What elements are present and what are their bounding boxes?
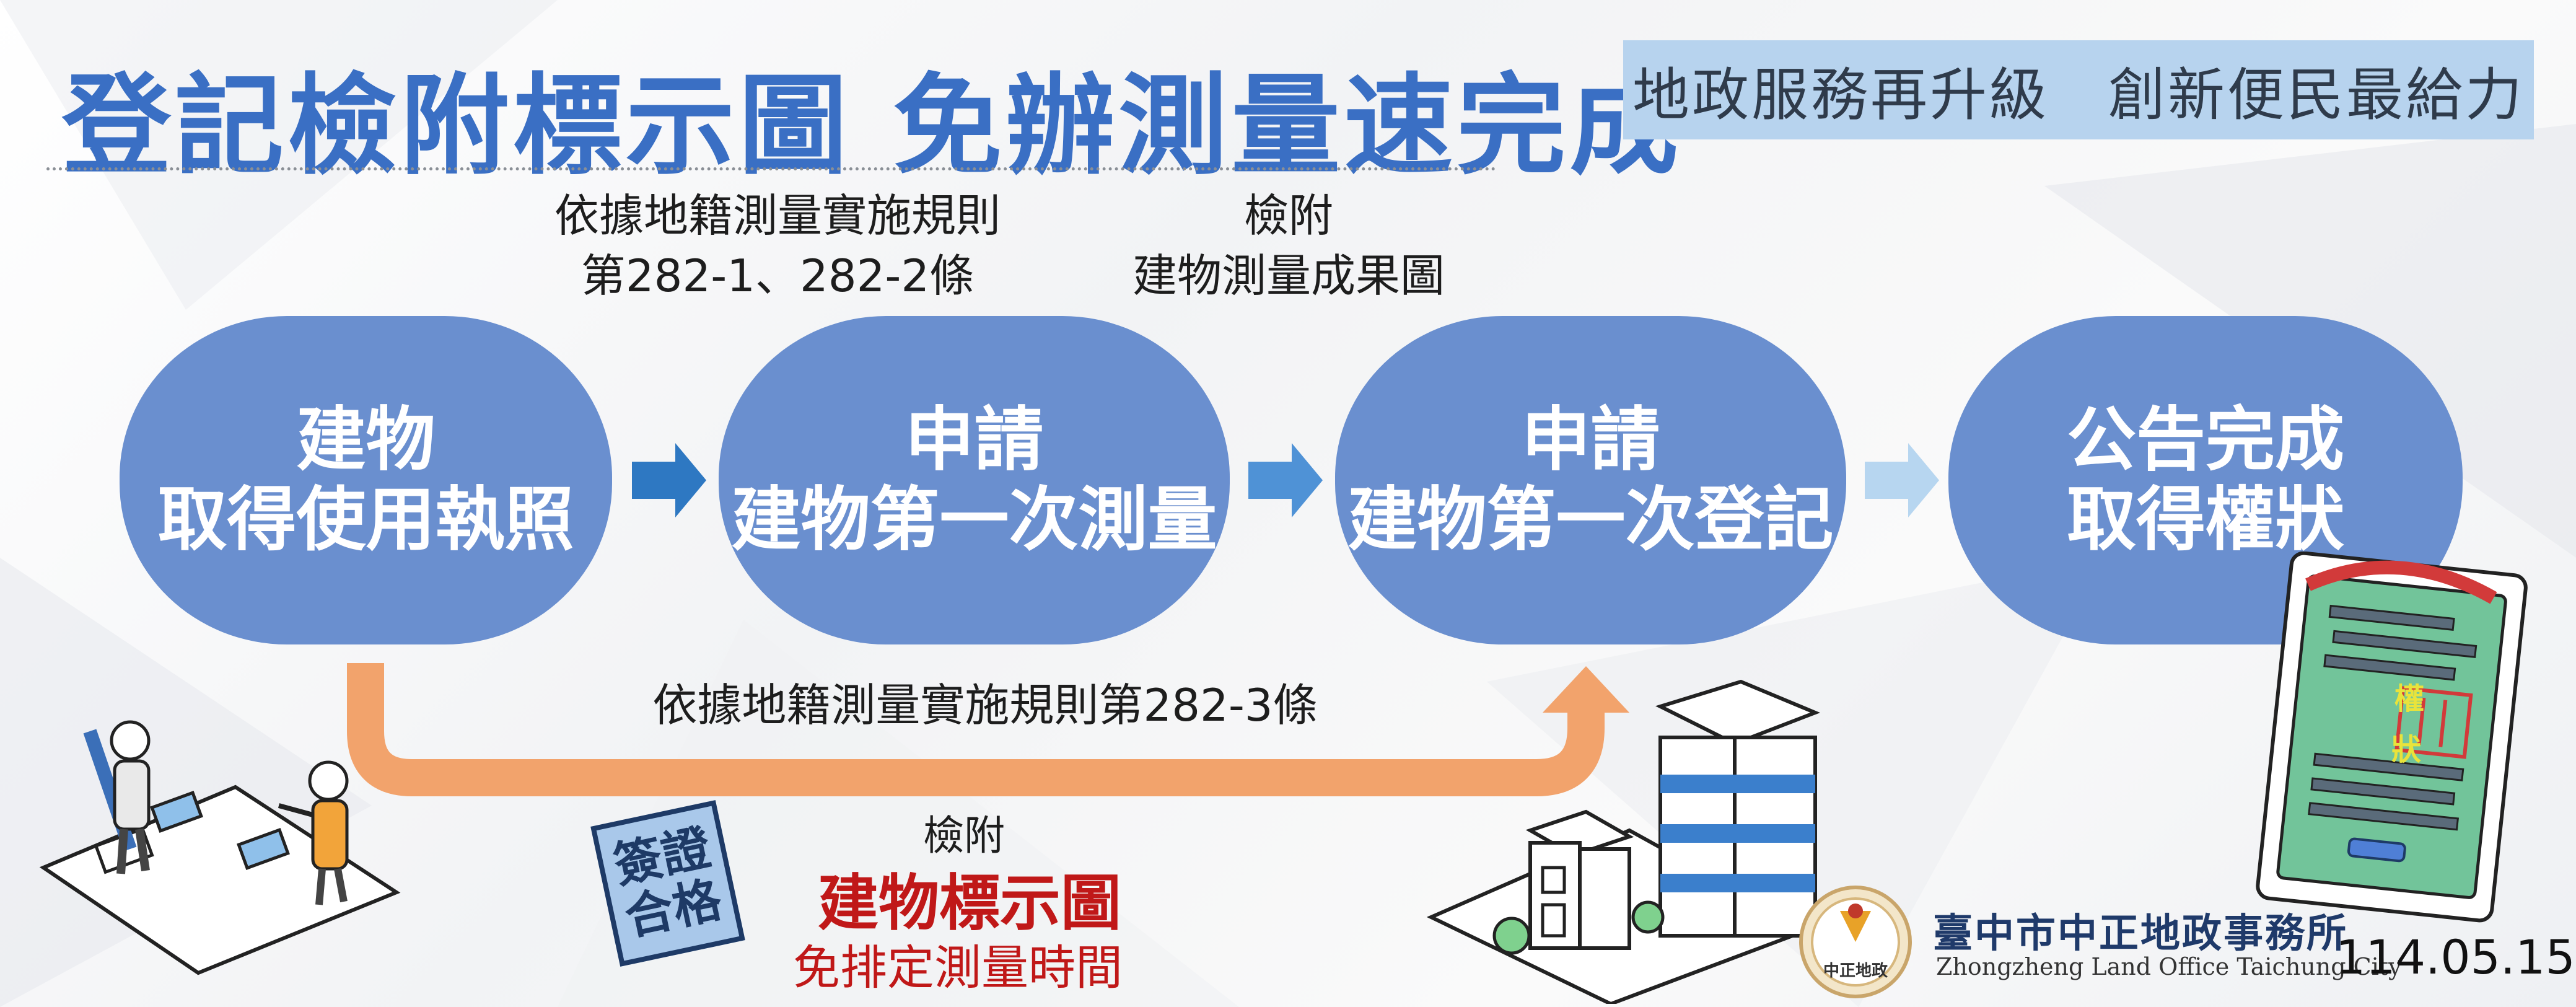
step-4-line1: 公告完成 — [2067, 400, 2344, 481]
note-attach-line1: 檢附 — [1243, 190, 1333, 242]
shortcut-arrow-icon — [347, 663, 1605, 796]
step-3-line1: 申請 — [1521, 400, 1660, 481]
surveyor-illustration — [39, 720, 401, 975]
note-attach-line2: 建物測量成果圖 — [1132, 250, 1445, 302]
buildings-illustration — [1426, 679, 1821, 1004]
shortcut-rule: 依據地籍測量實施規則第282-3條 — [652, 679, 1318, 731]
note-rule: 依據地籍測量實施規則 第282-1、282-2條 — [427, 186, 1128, 306]
office-name-cn: 臺中市中正地政事務所 — [1933, 911, 2348, 957]
note-rule-line1: 依據地籍測量實施規則 — [554, 190, 1001, 242]
callout-highlight: 建物標示圖 — [818, 868, 1122, 939]
arrow-2-icon — [1248, 443, 1323, 517]
shortcut-arrowhead-icon — [1543, 666, 1629, 713]
arrow-3-icon — [1865, 443, 1939, 517]
slogan-text: 地政服務再升級 創新便民最給力 — [1632, 61, 2525, 128]
step-3-line2: 建物第一次登記 — [1347, 480, 1834, 560]
logo-text: 中正地政 — [1823, 961, 1888, 980]
publish-date: 114.05.15 — [2336, 930, 2575, 985]
title-divider — [46, 167, 1496, 170]
step-1-line2: 取得使用執照 — [157, 480, 574, 560]
callout-attach: 檢附 — [923, 812, 1005, 860]
office-logo-icon: 中正地政 — [1799, 886, 1912, 998]
note-attach: 檢附 建物測量成果圖 — [1090, 186, 1487, 306]
step-2-line1: 申請 — [905, 400, 1044, 481]
note-rule-line2: 第282-1、282-2條 — [580, 250, 975, 302]
step-2-line2: 建物第一次測量 — [731, 480, 1217, 560]
office-name-en: Zhongzheng Land Office Taichung City — [1936, 953, 2402, 980]
step-1-line1: 建物 — [296, 400, 436, 481]
certificate-illustration — [2256, 552, 2528, 923]
step-4-line2: 取得權狀 — [2067, 480, 2344, 560]
slogan-banner: 地政服務再升級 創新便民最給力 — [1623, 40, 2534, 139]
arrow-1-icon — [632, 443, 706, 517]
step-first-registration: 申請 建物第一次登記 — [1335, 316, 1846, 644]
certificate-char-2: 狀 — [2391, 732, 2422, 767]
certificate-char-1: 權 — [2394, 682, 2425, 716]
callout-benefit: 免排定測量時間 — [793, 940, 1123, 995]
step-use-permit: 建物 取得使用執照 — [120, 316, 612, 644]
step-first-survey: 申請 建物第一次測量 — [719, 316, 1230, 644]
